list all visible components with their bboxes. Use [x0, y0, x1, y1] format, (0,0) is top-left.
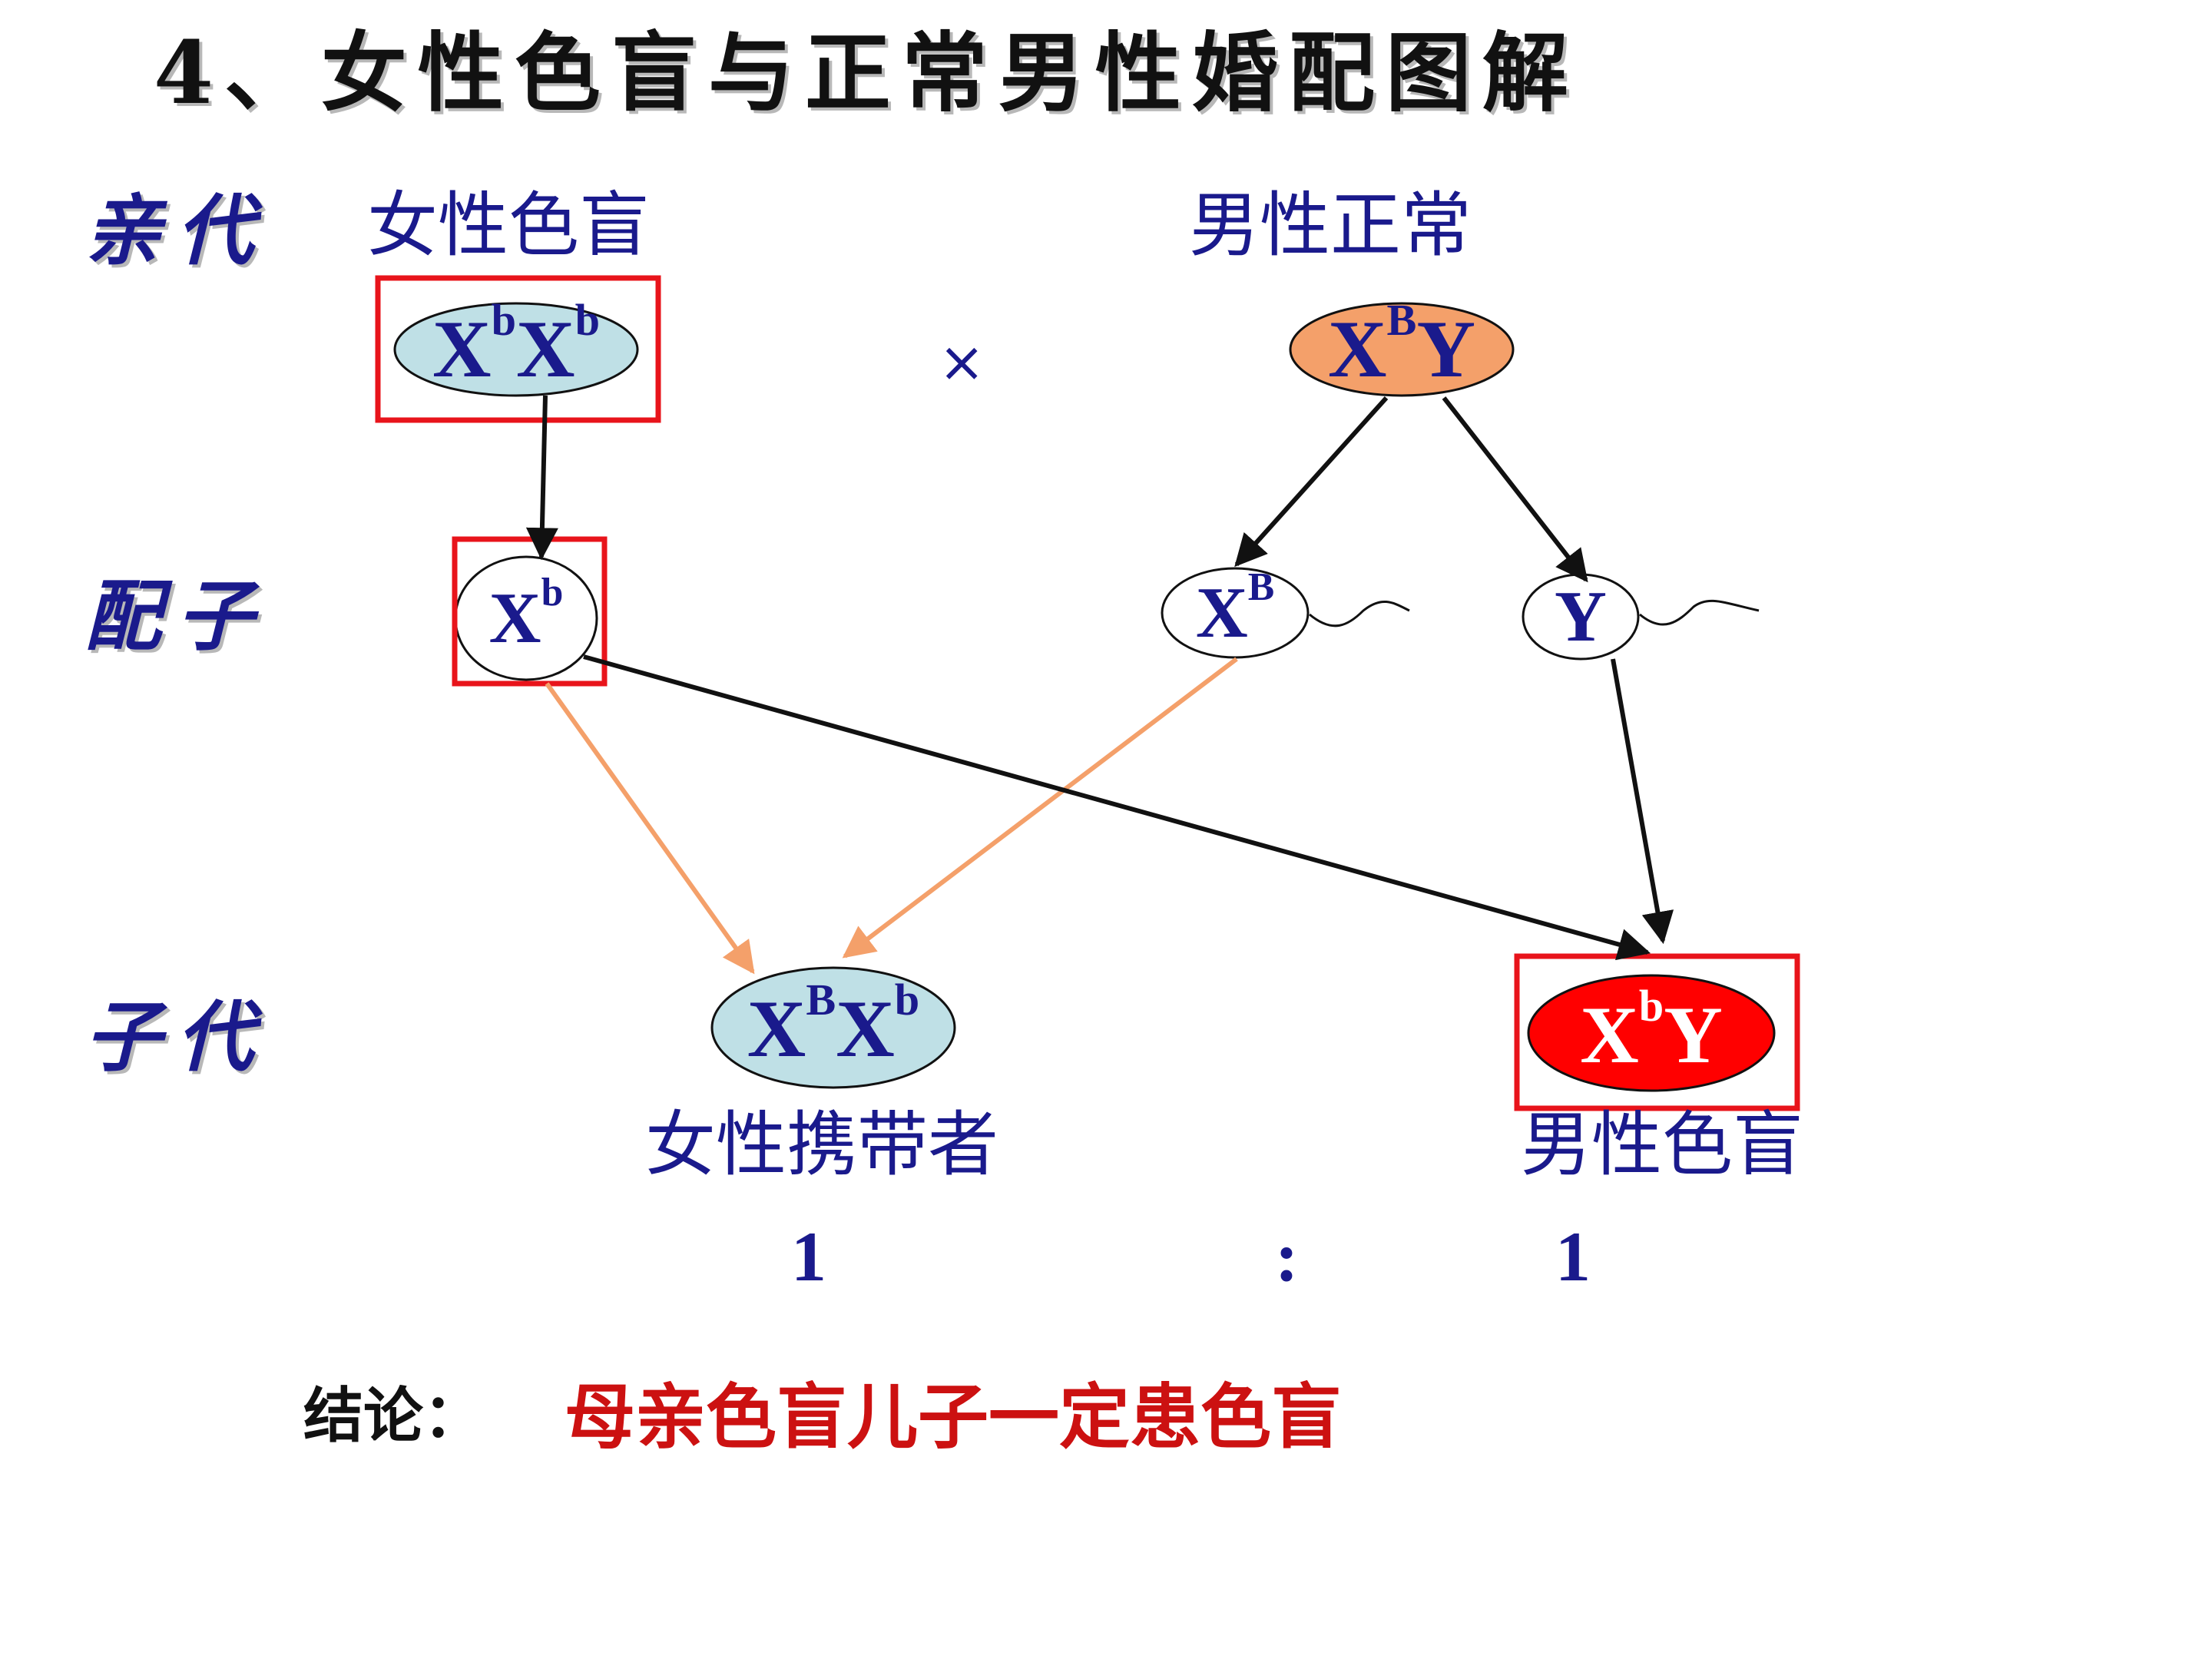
- ratio-separator: :: [1275, 1217, 1299, 1296]
- arrow-male-to-xb-gamete: [1234, 396, 1389, 568]
- male-parent-ellipse: [1289, 302, 1515, 397]
- arrow-xb-female-to-daughter: [545, 682, 755, 975]
- conclusion-text: 母亲色盲儿子一定患色盲: [565, 1376, 1343, 1459]
- son-phenotype: 男性色盲: [1521, 1104, 1804, 1186]
- male-parent-phenotype: 男性正常: [1189, 184, 1472, 267]
- female-parent-highlight-box: [375, 275, 661, 423]
- sperm-tail-xb: [1309, 600, 1410, 628]
- conclusion-label: 结论：: [303, 1381, 484, 1451]
- slide-title: 4、女性色盲与正常男性婚配图解: [154, 23, 1579, 124]
- row-label-offspring: 子代: [84, 992, 269, 1082]
- daughter-ellipse: [710, 966, 956, 1089]
- son-ellipse: [1527, 974, 1776, 1092]
- row-label-gametes: 配子: [84, 571, 269, 661]
- arrow-male-to-y-gamete: [1442, 396, 1588, 583]
- son-highlight-box: [1514, 953, 1800, 1111]
- row-label-parents: 亲代: [84, 185, 269, 276]
- cross-symbol: ×: [939, 329, 985, 394]
- arrow-y-to-son: [1611, 658, 1674, 945]
- female-parent-ellipse: [393, 302, 639, 397]
- ratio-left: 1: [791, 1217, 826, 1296]
- arrow-female-to-gamete: [525, 395, 558, 561]
- sperm-tail-y: [1639, 599, 1760, 626]
- daughter-phenotype: 女性携带者: [645, 1104, 999, 1186]
- arrow-xb-female-to-son: [583, 654, 1651, 961]
- female-parent-phenotype: 女性色盲: [367, 184, 651, 267]
- ratio-right: 1: [1555, 1217, 1591, 1296]
- male-y-gamete-genotype: Y: [1555, 577, 1607, 657]
- arrow-xb-male-to-daughter: [842, 657, 1238, 959]
